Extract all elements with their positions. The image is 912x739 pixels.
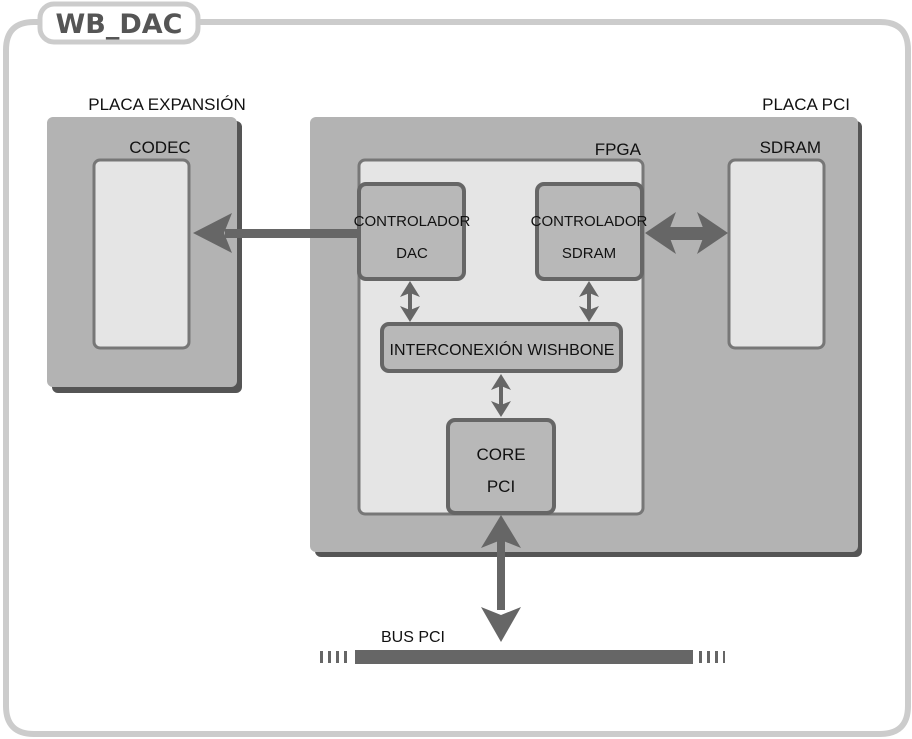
core-pci-block: CORE PCI xyxy=(446,418,556,515)
controlador-sdram-block: CONTROLADOR SDRAM xyxy=(531,182,648,281)
bus-pci-line xyxy=(320,650,725,664)
fpga-label: FPGA xyxy=(595,140,642,159)
bus-pci-dash xyxy=(707,651,710,663)
bus-pci-label: BUS PCI xyxy=(381,629,445,646)
title-tab xyxy=(37,1,201,45)
controlador-dac-block: CONTROLADOR DAC xyxy=(354,182,471,281)
bus-pci-dash xyxy=(336,651,339,663)
interconexion-wishbone-block: INTERCONEXIÓN WISHBONE xyxy=(380,322,623,373)
bus-pci-dash xyxy=(320,651,323,663)
expansion-board-label: PLACA EXPANSIÓN xyxy=(88,95,245,114)
arrow-ctrl-sdram-to-sdram xyxy=(645,212,728,254)
arrow-wishbone-to-core-pci xyxy=(491,374,511,417)
controlador-sdram-line2: SDRAM xyxy=(562,245,616,262)
arrow-ctrl-sdram-to-wishbone xyxy=(579,281,599,322)
codec-chip xyxy=(92,158,191,350)
arrow-dac-to-codec xyxy=(193,213,359,253)
controlador-dac-line1: CONTROLADOR xyxy=(354,213,471,230)
codec-label: CODEC xyxy=(129,138,190,157)
bus-pci-dash xyxy=(723,651,725,663)
arrow-ctrl-dac-to-wishbone xyxy=(400,281,420,322)
bus-pci-dash xyxy=(699,651,702,663)
bus-pci-main xyxy=(355,650,693,664)
bus-pci-dash xyxy=(328,651,331,663)
arrow-core-pci-to-bus xyxy=(481,515,521,642)
controlador-dac-line2: DAC xyxy=(396,245,428,262)
bus-pci-dash xyxy=(715,651,718,663)
pci-board-label: PLACA PCI xyxy=(762,95,850,114)
controlador-sdram-line1: CONTROLADOR xyxy=(531,213,648,230)
core-pci-line1: CORE xyxy=(476,445,525,464)
core-pci-line2: PCI xyxy=(487,477,515,496)
sdram-label: SDRAM xyxy=(760,138,821,157)
bus-pci-dash xyxy=(344,651,347,663)
diagram-title: WB_DAC xyxy=(56,9,183,40)
sdram-chip xyxy=(727,158,826,350)
interconexion-wishbone-label: INTERCONEXIÓN WISHBONE xyxy=(390,340,615,359)
